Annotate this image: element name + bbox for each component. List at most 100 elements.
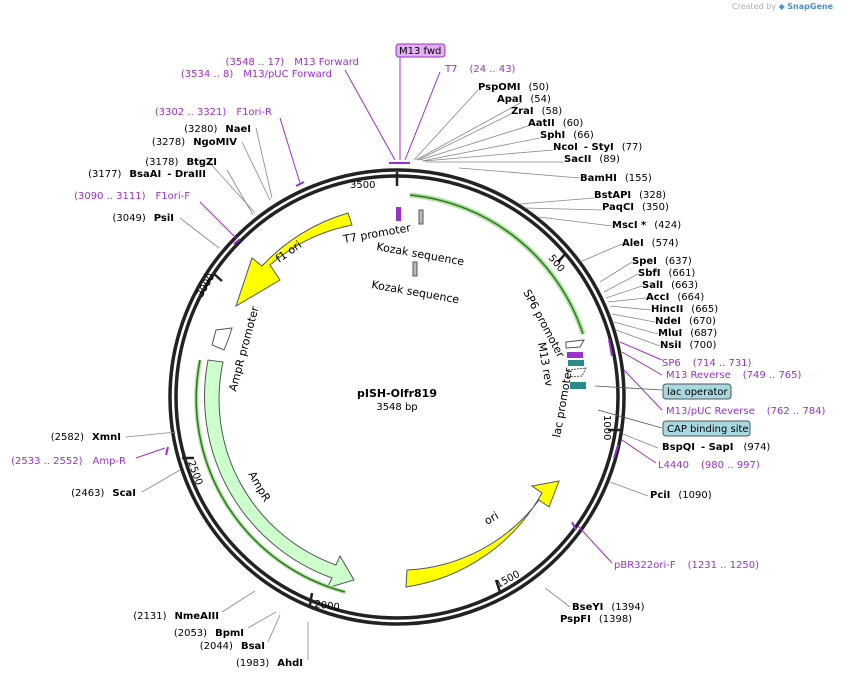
primer-f1ori-r-range: (3302 .. 3321): [155, 107, 227, 118]
svg-text:PciI(1090): PciI(1090): [650, 490, 712, 501]
svg-text:(3090 .. 3111)F1ori-F: (3090 .. 3111) F1ori-F: [74, 191, 190, 202]
site-apai-pos: (54): [530, 94, 551, 105]
site-mlui: MluI: [658, 328, 682, 339]
primer-t7-range: (24 .. 43): [469, 64, 515, 75]
lac-operator-label: lac operator: [667, 387, 728, 398]
site-acci: AccI: [646, 292, 669, 303]
site-bsai-pos: (2044): [200, 641, 233, 652]
ampr-promoter-arrow: [211, 327, 233, 351]
primer-m13-puc-forward: M13/pUC Forward: [243, 69, 332, 80]
tick-3500: 3500: [350, 180, 375, 191]
site-naei: NaeI: [225, 124, 251, 135]
primer-m13-reverse-range: (749 .. 765): [743, 370, 802, 381]
site-xmni-pos: (2582): [51, 432, 84, 443]
tick-1000: 1000: [601, 415, 612, 440]
primer-l4440-range: (980 .. 997): [701, 460, 760, 471]
site-ahdi: AhdI: [277, 658, 303, 669]
svg-text:(3278)NgoMIV: (3278)NgoMIV: [152, 137, 237, 148]
primer-labels: T7 (24 .. 43) SP6(714 .. 731) M13 Reverse…: [444, 64, 826, 571]
ampr-primer-arc: [195, 359, 346, 593]
m13-fwd-box: [395, 43, 446, 58]
primer-f1ori-r: F1ori-R: [236, 107, 272, 118]
site-alei-pos: (574): [652, 238, 679, 249]
enzyme-sites-right: PspOMI(50) ApaI(54) ZraI(58) AatII(60) S…: [478, 82, 770, 625]
site-sbfi-pos: (661): [668, 268, 695, 279]
site-acci-pos: (664): [677, 292, 704, 303]
f1-ori-arrow: [235, 212, 353, 308]
site-ngomiv-pos: (3278): [152, 137, 185, 148]
site-sali: SalI: [642, 280, 663, 291]
site-paqci: PaqCI: [602, 202, 634, 213]
site-ncoi-pos: (77): [622, 142, 643, 153]
site-bsaai: BsaAI: [129, 169, 161, 180]
site-sacii-pos: (89): [599, 154, 620, 165]
primer-m13-forward-range: (3548 .. 17): [226, 57, 285, 68]
enzyme-sites-left: (1983)AhdI (2044)BsaI (2053)BpmI (2131)N…: [51, 124, 303, 669]
svg-text:pBR322ori-F(1231 .. 1250): pBR322ori-F(1231 .. 1250): [614, 560, 759, 571]
site-xmni: XmnI: [92, 432, 121, 443]
svg-text:(3177)BsaAI- DraIII: (3177)BsaAI- DraIII: [88, 169, 206, 180]
svg-text:SP6(714 .. 731): SP6(714 .. 731): [662, 358, 752, 369]
svg-text:(3280)NaeI: (3280)NaeI: [184, 124, 251, 135]
site-msci: MscI *: [612, 220, 647, 231]
primer-m13-puc-forward-range: (3534 .. 8): [181, 69, 233, 80]
site-sali-pos: (663): [671, 280, 698, 291]
primer-f1ori-f: F1ori-F: [156, 191, 191, 202]
sp6-block: [567, 352, 583, 358]
svg-text:L4440(980 .. 997): L4440 (980 .. 997): [658, 460, 760, 471]
primer-labels-left: (3548 .. 17)M13 Forward (3534 .. 8)M13/p…: [11, 57, 359, 467]
site-bsai: BsaI: [241, 641, 265, 652]
t7-promoter-block: [396, 207, 401, 221]
primer-pbr322ori-f-range: (1231 .. 1250): [688, 560, 760, 571]
ampr-promoter-label: AmpR promoter: [226, 305, 261, 393]
site-ncoi: NcoI: [553, 142, 578, 153]
m13-fwd-label: M13 fwd: [399, 46, 441, 57]
svg-text:(2533 .. 2552)Amp-R: (2533 .. 2552)Amp-R: [11, 456, 126, 467]
svg-text:NsiI(700): NsiI (700): [660, 340, 716, 351]
site-msci-pos: (424): [654, 220, 681, 231]
primer-t7: T7: [444, 64, 457, 75]
site-nsii: NsiI: [660, 340, 681, 351]
site-nsii-pos: (700): [689, 340, 716, 351]
site-paqci-pos: (350): [642, 202, 669, 213]
ori-label: ori: [482, 509, 501, 527]
svg-text:(3049)PsiI: (3049)PsiI: [112, 213, 174, 224]
primer-marks: [165, 162, 619, 531]
svg-text:(1983)AhdI: (1983)AhdI: [236, 658, 303, 669]
svg-text:(2044)BsaI: (2044) BsaI: [200, 641, 265, 652]
cap-site-box: [662, 420, 751, 437]
backbone-outer: [168, 168, 626, 626]
site-pspfi: PspFI: [560, 614, 591, 625]
svg-text:BstAPI(328): BstAPI(328): [594, 190, 666, 201]
kozak-label-2: Kozak sequence: [370, 278, 460, 306]
site-scai-pos: (2463): [71, 488, 104, 499]
plasmid-name: pISH-Olfr819: [357, 387, 437, 400]
primer-m13-puc-reverse: M13/pUC Reverse: [666, 406, 755, 417]
svg-text:AleI(574): AleI(574): [622, 238, 679, 249]
cap-site-label: CAP binding site: [667, 424, 749, 435]
leader-lines: [125, 89, 661, 660]
site-zrai-pos: (58): [542, 106, 563, 117]
site-nmeaiii: NmeAIII: [175, 611, 219, 622]
site-aatii-pos: (60): [563, 118, 584, 129]
site-bspqi-pos: (974): [743, 442, 770, 453]
svg-text:SphI(66): SphI(66): [540, 130, 594, 141]
primer-m13-reverse: M13 Reverse: [666, 370, 731, 381]
kozak-label-1: Kozak sequence: [375, 240, 465, 268]
site-bspqi: BspQI: [662, 442, 695, 453]
svg-text:(2131)NmeAIII: (2131)NmeAIII: [133, 611, 219, 622]
primer-amp-r-range: (2533 .. 2552): [11, 456, 83, 467]
tick-marks: [182, 172, 620, 606]
primer-f1ori-f-range: (3090 .. 3111): [74, 191, 146, 202]
site-pspomi: PspOMI: [478, 82, 520, 93]
svg-text:BspQI- SapI(974): BspQI- SapI(974): [662, 442, 770, 453]
credit-prefix: Created by: [732, 2, 777, 11]
svg-text:NdeI(670): NdeI(670): [655, 316, 716, 327]
svg-text:(3302 .. 3321)F1ori-R: (3302 .. 3321) F1ori-R: [155, 107, 272, 118]
sp6-promoter-arrow: [565, 339, 585, 349]
svg-text:(3534 .. 8)M13/pUC Forward: (3534 .. 8) M13/pUC Forward: [181, 69, 332, 80]
svg-text:HincII(665): HincII(665): [651, 304, 718, 315]
feature-leader-lines: [594, 385, 663, 429]
primer-l4440: L4440: [658, 460, 689, 471]
